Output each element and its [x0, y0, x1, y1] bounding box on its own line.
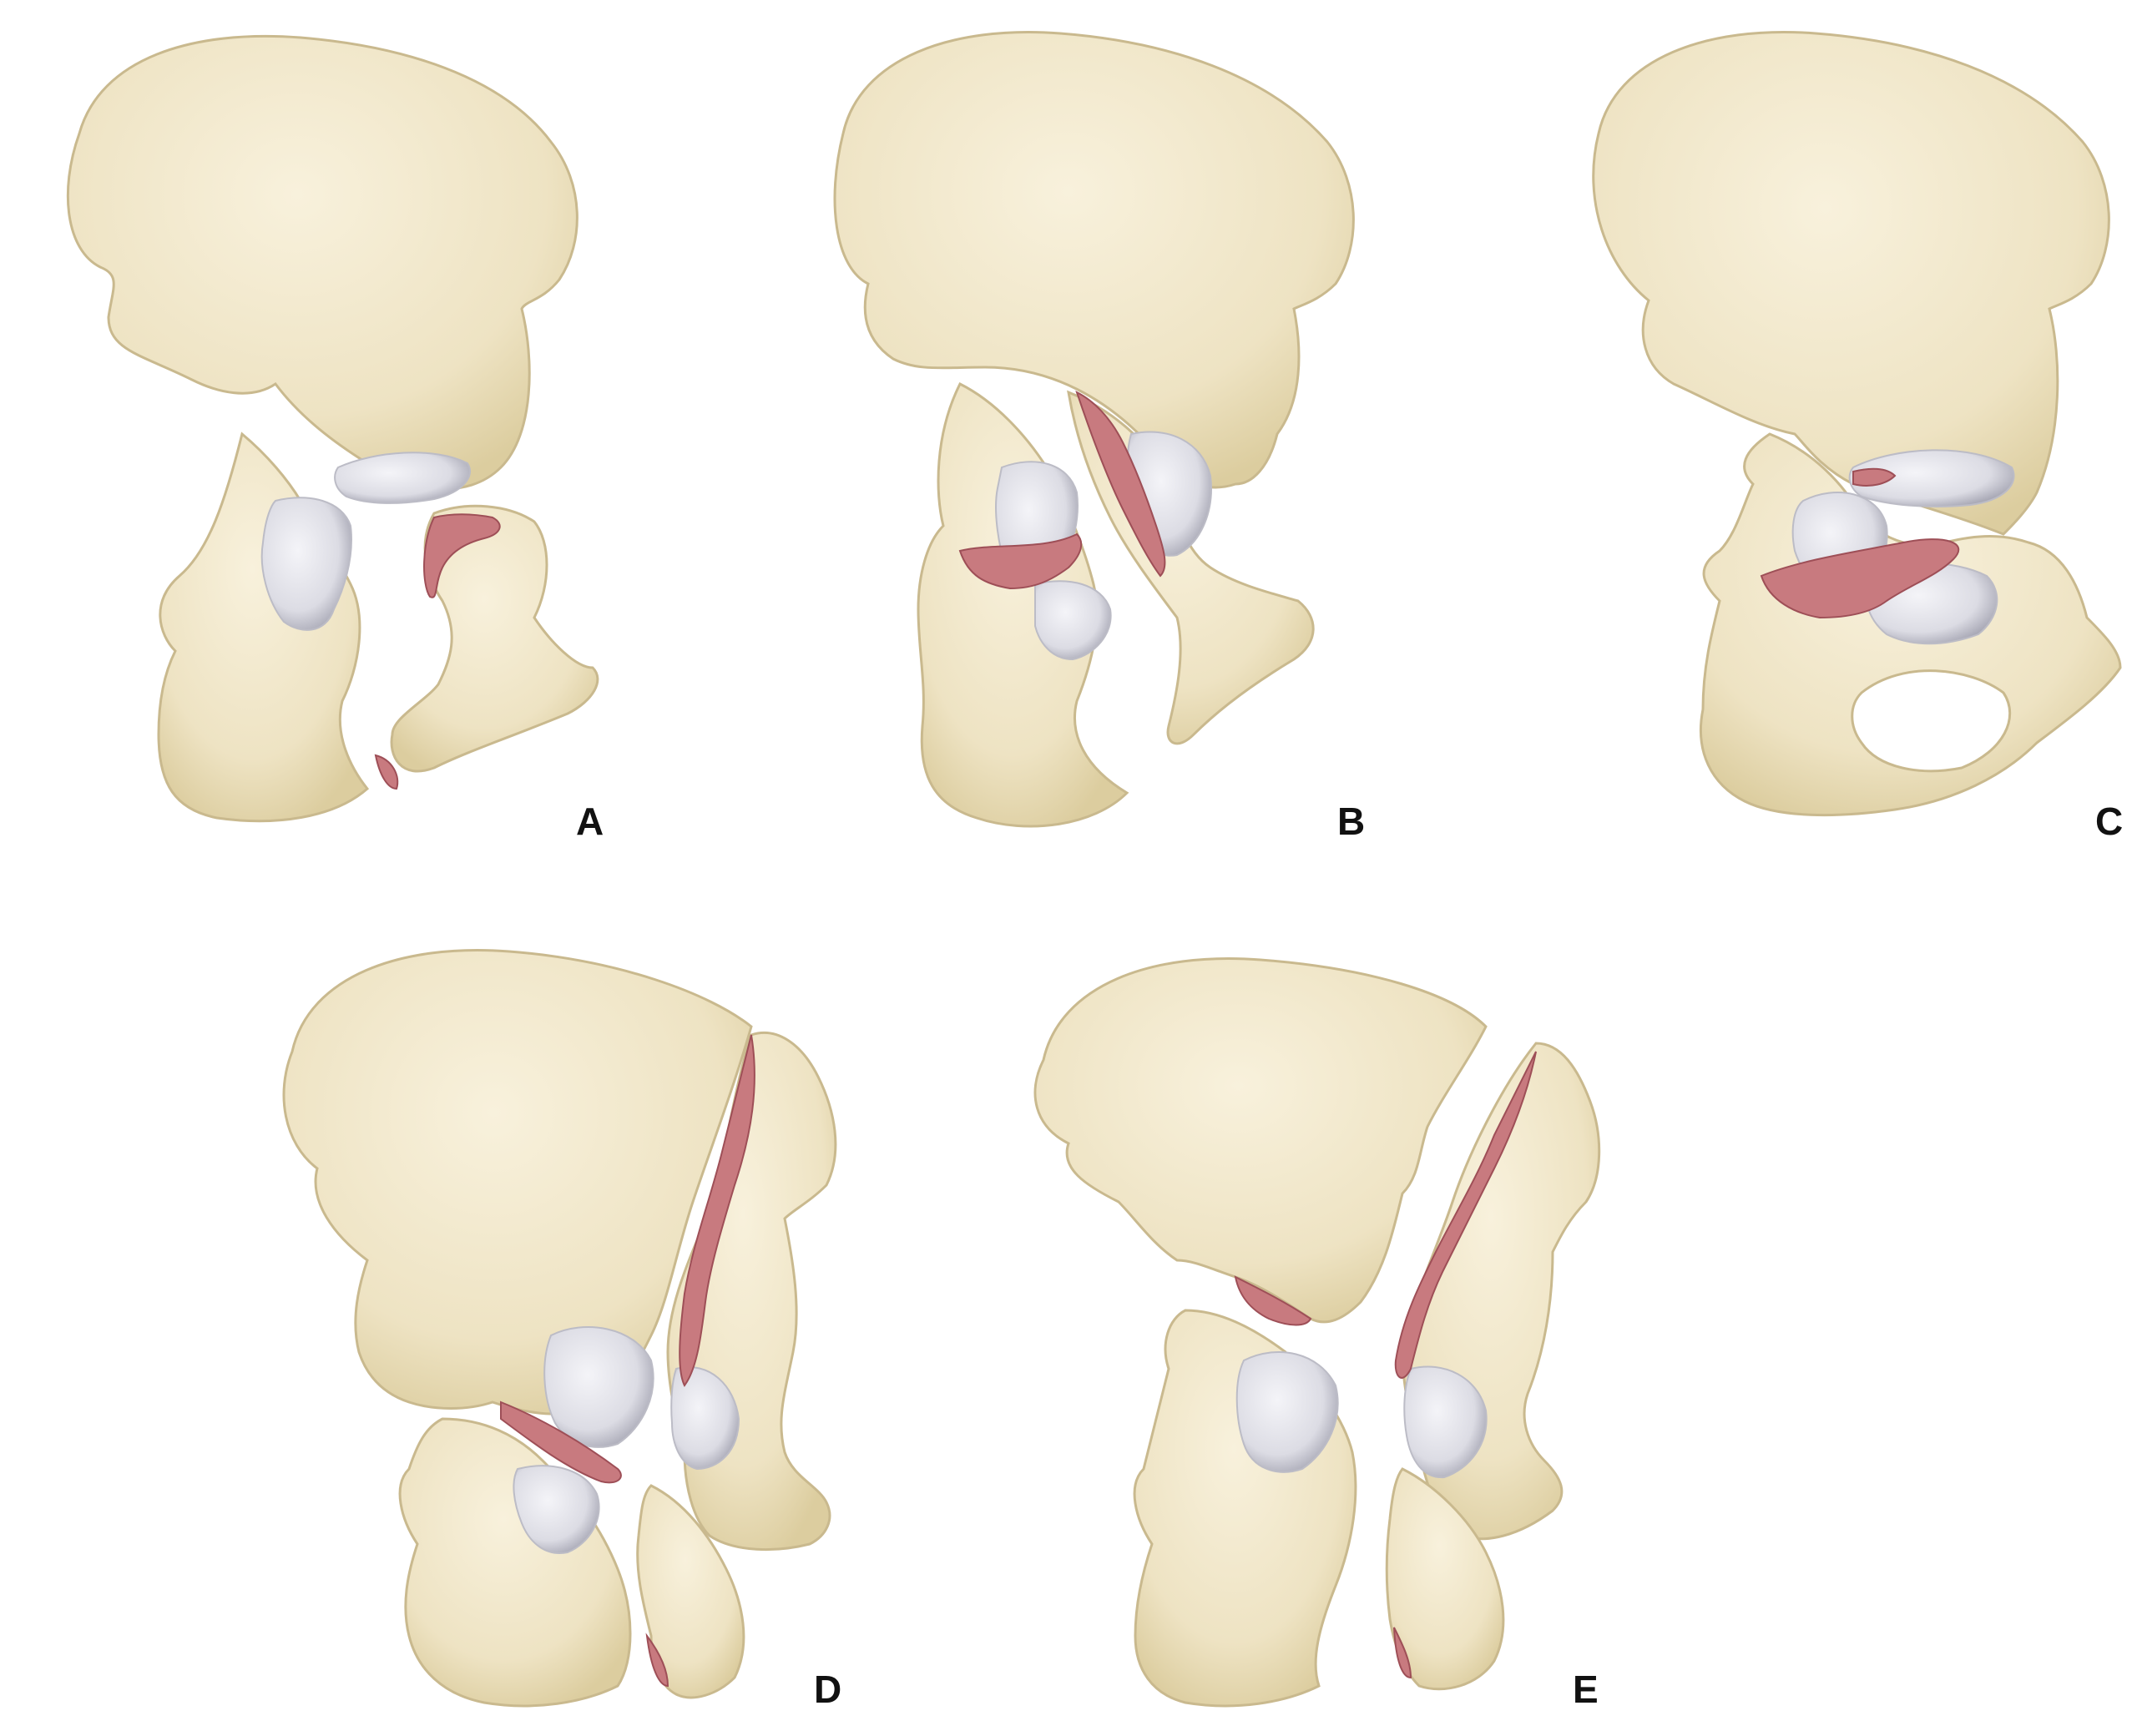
panel-d: D [282, 949, 841, 1711]
ischial-fragment [1385, 1467, 1505, 1691]
fracture-line [645, 1633, 669, 1688]
acetabulum-cartilage [1235, 1351, 1339, 1473]
fracture-line [1234, 1275, 1312, 1326]
panel-label-d: D [814, 1668, 841, 1711]
fracture-line [500, 1400, 622, 1484]
panel-label-c: C [2095, 800, 2123, 843]
panel-b: B [833, 31, 1365, 843]
fracture-line [374, 754, 399, 790]
iliac-wing [66, 34, 578, 491]
iliac-wing [1592, 31, 2110, 536]
panel-label-a: A [576, 800, 604, 843]
fracture-line [679, 1034, 755, 1387]
fracture-line [1760, 538, 1960, 619]
panel-label-b: B [1337, 800, 1365, 843]
acetabulum-cartilage [513, 1465, 600, 1554]
acetabulum-cartilage [670, 1366, 740, 1471]
panel-a: A [66, 34, 604, 843]
acetabulum-cartilage [260, 497, 352, 631]
acetabulum-roof-cartilage [334, 452, 472, 504]
posterior-column-fragment [390, 504, 599, 773]
obturator-foramen [1851, 669, 2012, 773]
anterior-column-fragment [157, 431, 370, 823]
fracture-line [423, 513, 501, 598]
fracture-line [1393, 1627, 1412, 1679]
iliac-wing [1033, 957, 1488, 1324]
acetabulum-cartilage [543, 1326, 654, 1448]
anterior-column-fragment [917, 381, 1129, 828]
iliac-wing [833, 31, 1355, 489]
ischial-fragment [636, 1484, 745, 1699]
panel-label-e: E [1573, 1668, 1599, 1711]
fracture-line [1394, 1051, 1537, 1379]
acetabulum-cartilage [1034, 580, 1112, 661]
acetabulum-cartilage [1403, 1365, 1488, 1479]
fracture-line [958, 532, 1083, 590]
fracture-line [1852, 467, 1897, 487]
fracture-line [1075, 391, 1166, 578]
panel-e: E [1033, 957, 1601, 1711]
panel-c: C [1592, 31, 2123, 843]
